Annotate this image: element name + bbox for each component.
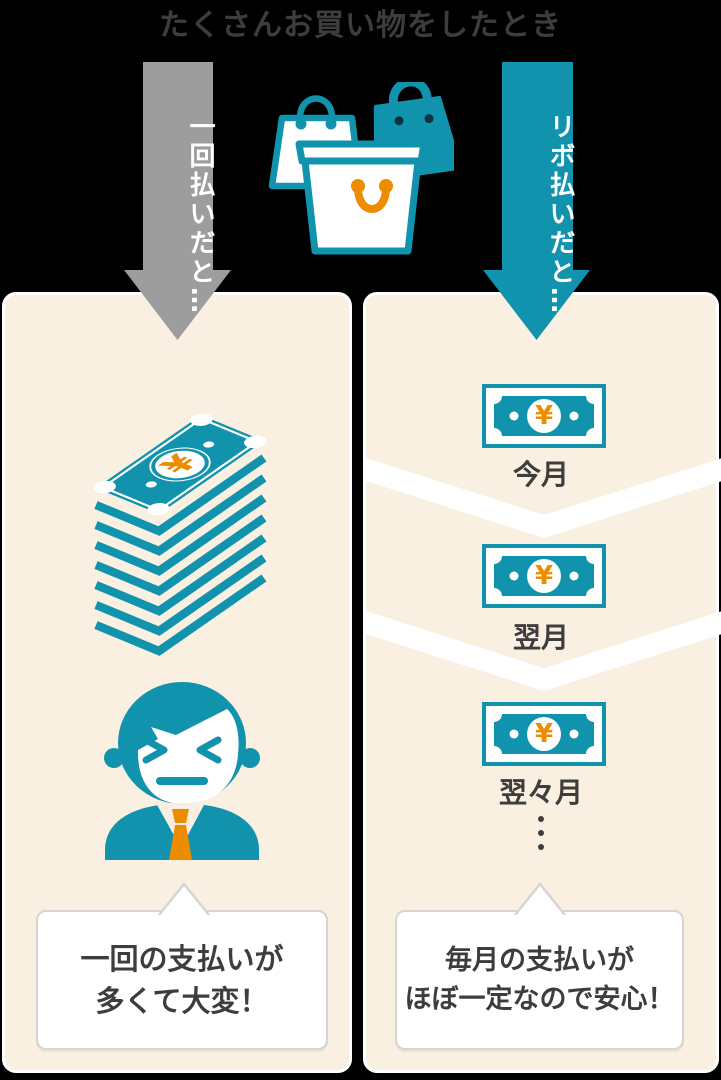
money-stack-icon: ¥ xyxy=(79,401,279,675)
gray-down-arrow-icon xyxy=(124,62,231,340)
yen-bill-icon: ¥ xyxy=(482,384,606,448)
yen-symbol: ¥ xyxy=(535,719,553,749)
month-label-next-month: 翌月 xyxy=(512,621,569,654)
shopping-bags-icon xyxy=(268,77,463,262)
revolving-payment-callout: 毎月の支払いが ほぼ一定なので安心！ xyxy=(395,882,684,1050)
month-label-this-month: 今月 xyxy=(512,458,569,491)
revolving-payment-panel: ¥ 今月 ¥ 翌月 ¥ 翌々月 xyxy=(363,292,721,1073)
callout-line-1: 一回の支払いが xyxy=(80,941,284,976)
callout-line-2: ほぼ一定なので安心！ xyxy=(404,984,675,1015)
stressed-man-icon xyxy=(100,678,264,864)
vertical-ellipsis-icon xyxy=(366,816,716,850)
revolving-payment-arrow: リボ払いだと… xyxy=(482,62,590,340)
one-time-payment-arrow: 一回払いだと… xyxy=(124,62,231,340)
month-label-month-after-next: 翌々月 xyxy=(498,776,583,809)
yen-symbol: ¥ xyxy=(535,401,553,431)
yen-symbol: ¥ xyxy=(535,561,553,591)
yen-bill-icon: ¥ xyxy=(482,702,606,766)
callout-line-2: 多くて大変！ xyxy=(95,984,269,1018)
callout-line-1: 毎月の支払いが xyxy=(445,944,634,976)
teal-down-arrow-icon xyxy=(483,62,590,340)
chevron-divider xyxy=(366,611,721,691)
one-time-payment-arrow-label: 一回払いだと… xyxy=(185,113,215,316)
revolving-payment-arrow-label: リボ払いだと… xyxy=(545,113,575,316)
bubble-pointer xyxy=(158,882,210,915)
yen-bill-icon: ¥ xyxy=(482,544,606,608)
chevron-divider xyxy=(366,458,721,538)
one-time-payment-panel: ¥ xyxy=(2,292,352,1073)
one-time-payment-callout: 一回の支払いが 多くて大変！ xyxy=(36,882,328,1050)
bubble-pointer xyxy=(514,882,566,915)
page-title: たくさんお買い物をしたとき xyxy=(159,8,562,43)
